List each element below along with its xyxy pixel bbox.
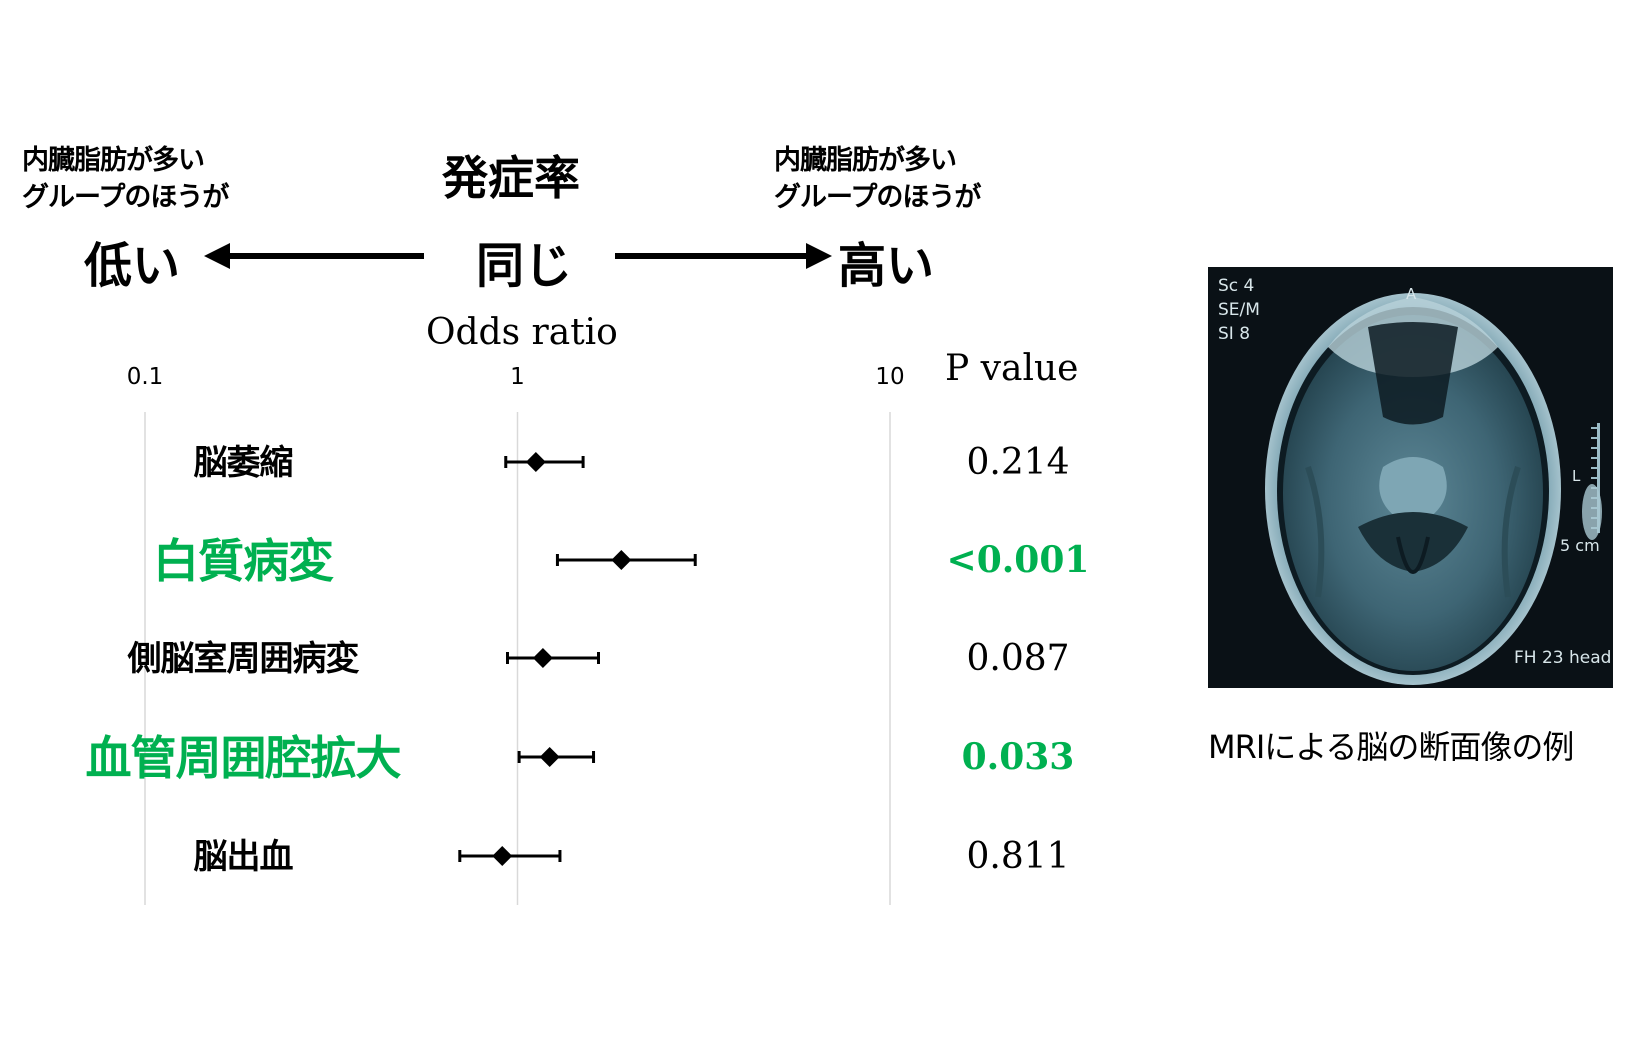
right-word-high: 高い [838, 238, 935, 294]
row-label-0: 脳萎縮 [194, 443, 293, 483]
right-note-line-1: 内臓脂肪が多い [774, 145, 957, 176]
left-note-line-1: 内臓脂肪が多い [22, 145, 205, 176]
mri-anterior-marker: A [1406, 285, 1417, 303]
center-word-same: 同じ [476, 238, 573, 294]
left-arrow-head [204, 243, 230, 269]
mri-left-marker: L [1572, 467, 1581, 485]
or-point-4 [492, 846, 513, 866]
row-label-4: 脳出血 [194, 837, 294, 877]
mri-bottom-label: FH 23 head [1514, 648, 1611, 668]
mri-overlay-line-2: SE/M [1218, 300, 1260, 320]
pvalue-header: P value [945, 348, 1079, 389]
p-value-3: 0.033 [962, 736, 1075, 778]
row-label-3: 血管周囲腔拡大 [86, 731, 402, 785]
or-point-3 [539, 747, 560, 767]
right-arrow-line [615, 253, 811, 259]
x-tick-label-1: 1 [510, 364, 525, 390]
x-tick-label-0: 0.1 [127, 364, 164, 390]
x-axis-label: Odds ratio [426, 312, 618, 353]
forest-plot: 0.1 1 10 脳萎縮 0.214 白質病変 <0.001 側脳室周囲病変 0.087 血管周囲… [86, 364, 1090, 905]
or-point-2 [532, 648, 553, 668]
mri-brain-image: Sc 4 SE/M SI 8 A L 5 cm FH 23 head [1208, 267, 1613, 688]
mri-scale-label: 5 cm [1560, 536, 1600, 555]
p-value-4: 0.811 [966, 836, 1069, 877]
mri-caption: MRIによる脳の断面像の例 [1208, 728, 1574, 766]
center-top-incidence: 発症率 [442, 151, 580, 205]
left-word-low: 低い [84, 238, 181, 294]
p-value-1: <0.001 [947, 539, 1090, 581]
row-label-1: 白質病変 [153, 534, 334, 588]
left-note: 内臓脂肪が多い グループのほうが [22, 142, 229, 216]
mri-overlay-line-3: SI 8 [1218, 324, 1250, 344]
mri-overlay-line-1: Sc 4 [1218, 276, 1254, 296]
or-point-1 [611, 550, 632, 570]
p-value-2: 0.087 [966, 638, 1069, 679]
p-value-0: 0.214 [966, 442, 1069, 483]
right-note: 内臓脂肪が多い グループのほうが [774, 142, 981, 216]
or-point-0 [525, 452, 546, 472]
right-note-line-2: グループのほうが [774, 182, 981, 213]
x-tick-label-2: 10 [875, 364, 904, 390]
right-arrow-head [806, 243, 832, 269]
left-arrow-line [226, 253, 424, 259]
left-note-line-2: グループのほうが [22, 182, 229, 213]
row-label-2: 側脳室周囲病変 [127, 639, 360, 679]
